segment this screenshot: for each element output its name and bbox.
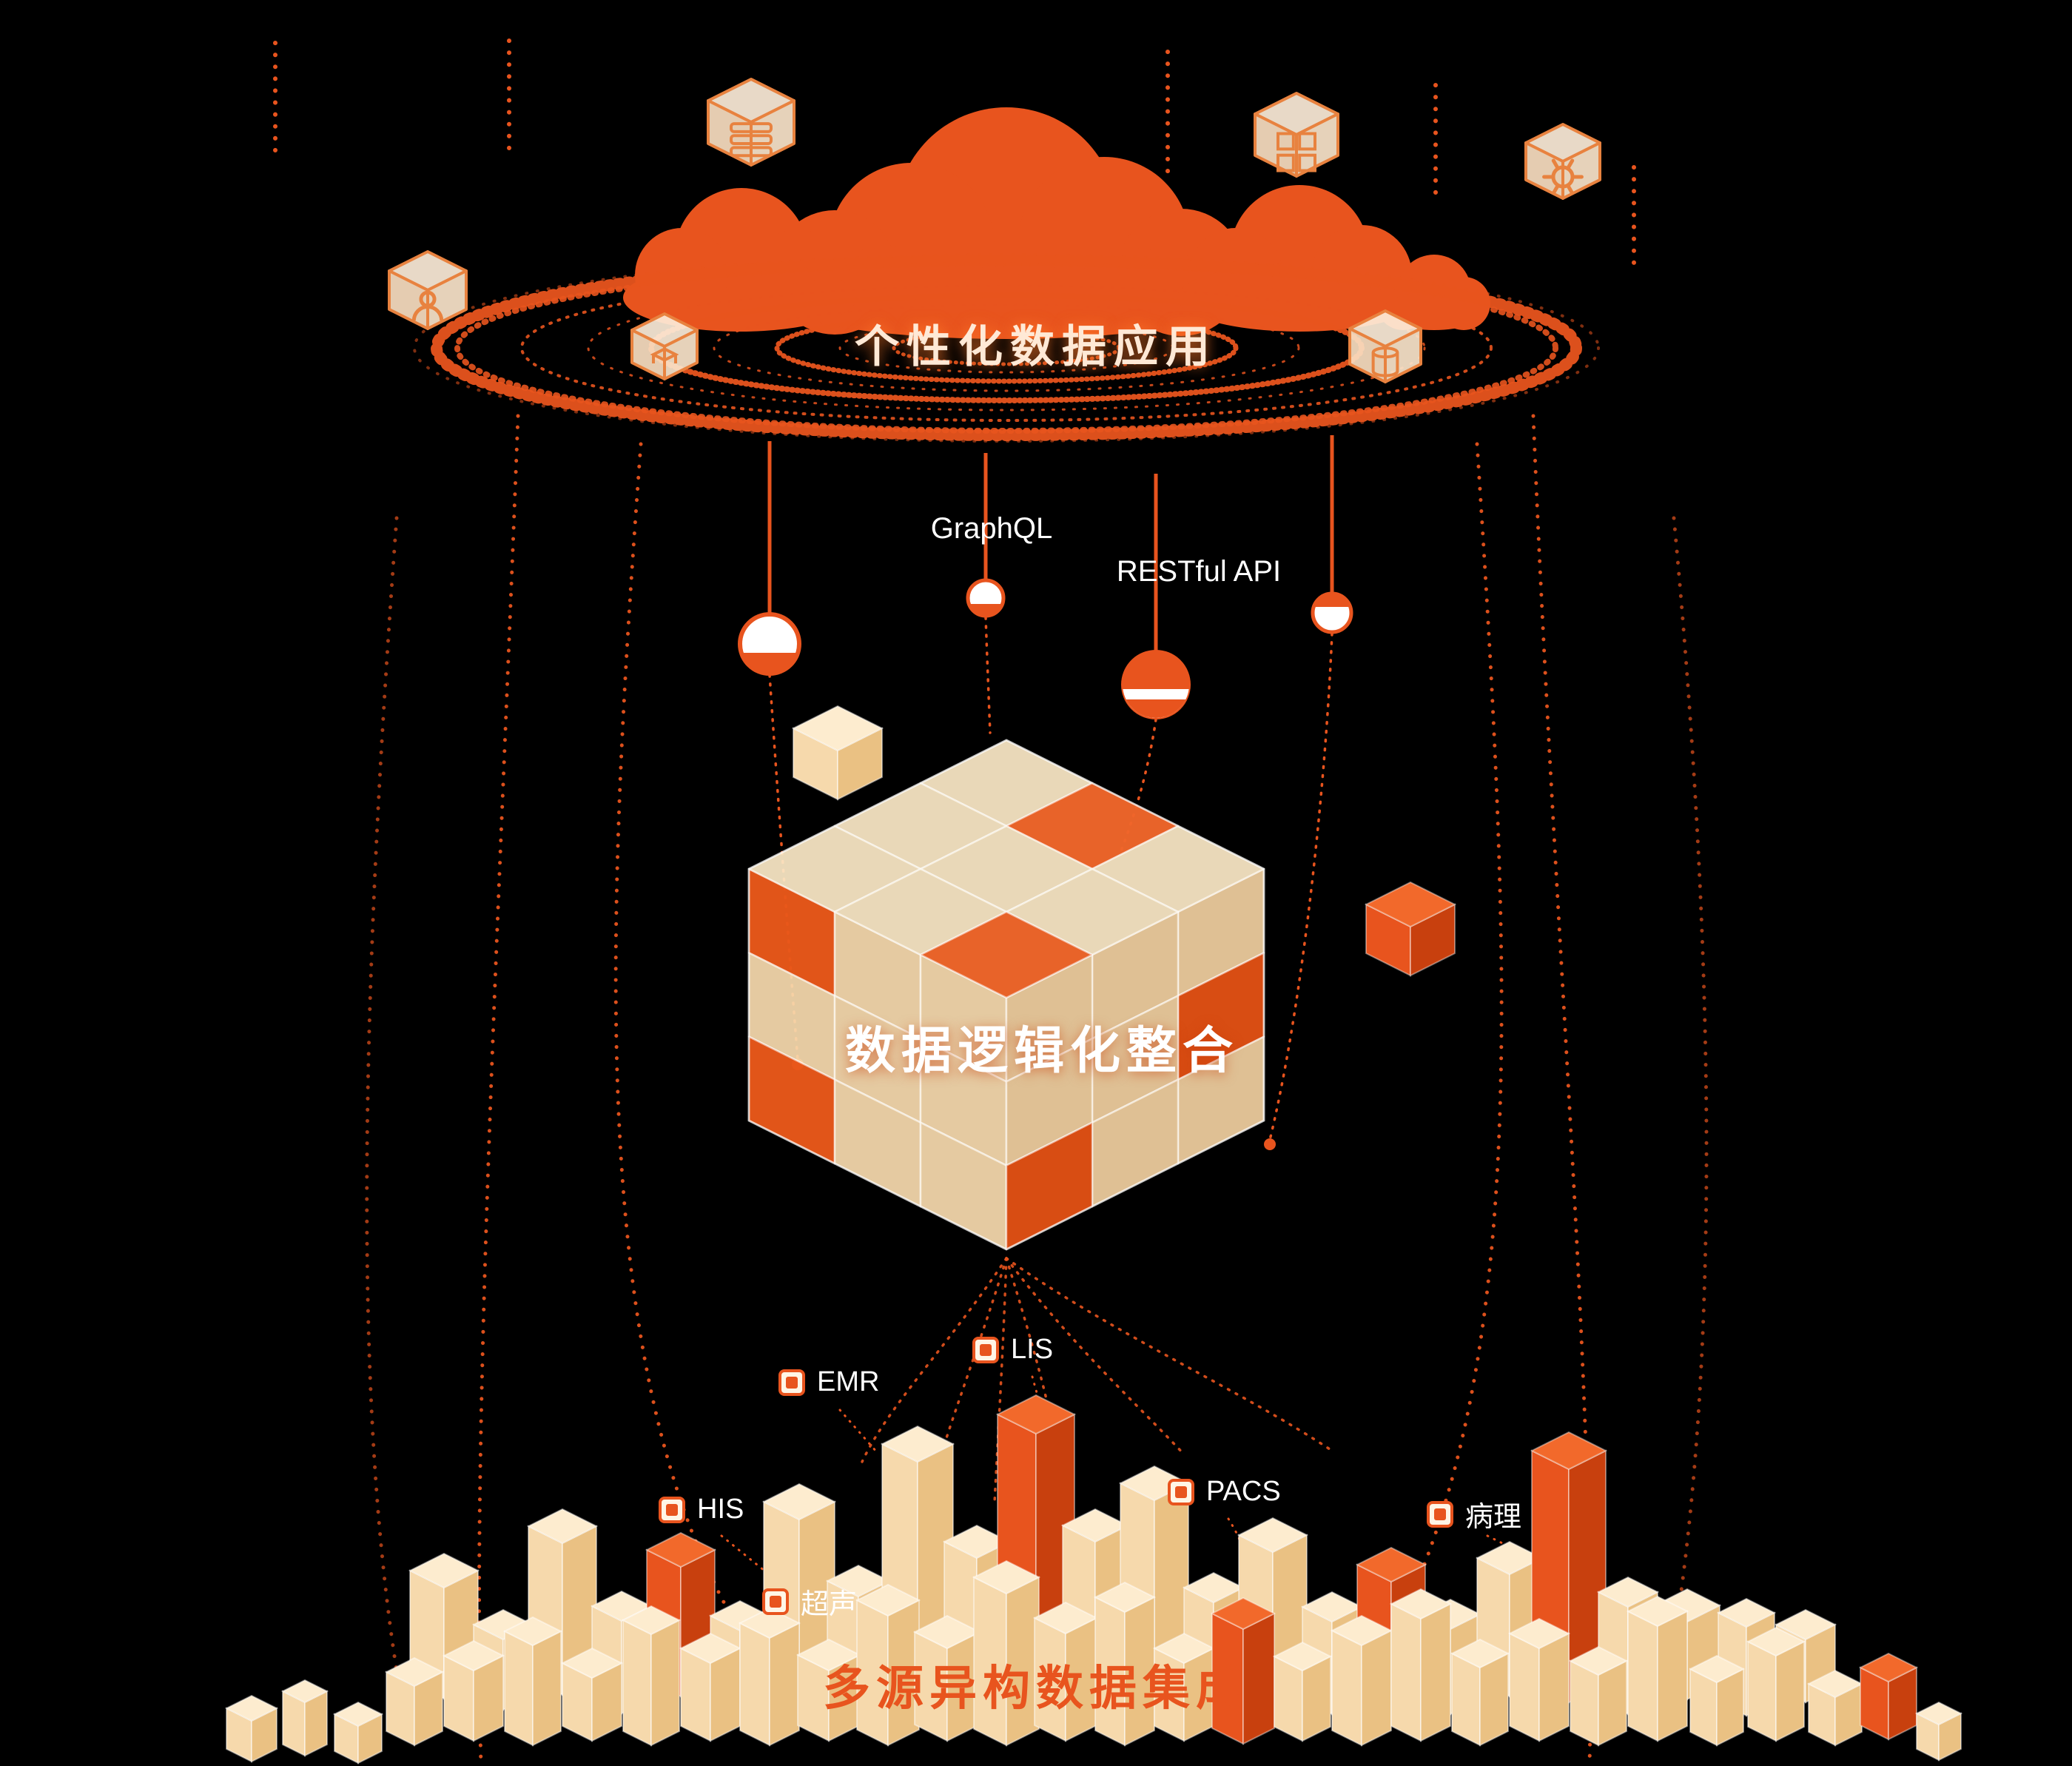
restful-api-label: RESTful API (1116, 555, 1282, 588)
checkbox-fill (980, 1343, 992, 1356)
orbit-rings (413, 253, 1600, 443)
source-label: EMR (817, 1366, 880, 1397)
checkbox-fill (666, 1503, 678, 1516)
server-cube-icon (707, 78, 796, 167)
data-cube (747, 705, 1457, 1251)
checkbox-icon (762, 1588, 789, 1615)
api-connectors (738, 435, 1353, 1150)
checkbox-icon (1168, 1478, 1194, 1505)
cube-layer-title: 数据逻辑化整合 (844, 1023, 1240, 1079)
source-pacs: PACS (1168, 1476, 1281, 1508)
cloud-cluster (623, 107, 1490, 339)
checkbox-fill (1434, 1508, 1446, 1520)
checkbox-icon (659, 1496, 685, 1523)
gear-cube-icon (1524, 123, 1601, 200)
source-emr: EMR (778, 1366, 879, 1398)
checkbox-icon (778, 1369, 805, 1396)
floating-icon-cubes (388, 78, 1601, 383)
source-label: 病理 (1465, 1502, 1522, 1533)
source-lis: LIS (972, 1334, 1053, 1366)
source-label: 超声 (801, 1589, 858, 1620)
modules-cube-icon (1254, 92, 1339, 178)
checkbox-fill (1175, 1485, 1187, 1498)
source-label: LIS (1011, 1334, 1054, 1365)
dotted-guide-lines (273, 38, 1709, 1766)
checkbox-icon (1427, 1500, 1453, 1528)
package-cube-icon (630, 312, 699, 380)
data-source-city (224, 1394, 1963, 1765)
checkbox-fill (770, 1595, 781, 1608)
database-cube-icon (1348, 309, 1422, 383)
checkbox-fill (786, 1376, 798, 1389)
source-label: HIS (697, 1494, 744, 1525)
user-cube-icon (388, 250, 468, 330)
source-label: PACS (1206, 1476, 1281, 1507)
top-layer-title: 个性化数据应用 (855, 322, 1217, 372)
graphql-label: GraphQL (930, 512, 1053, 545)
source-pathology: 病理 (1427, 1494, 1521, 1534)
bottom-layer-title: 多源异构数据集成 (823, 1662, 1249, 1715)
source-his: HIS (659, 1494, 744, 1525)
checkbox-icon (972, 1336, 999, 1363)
source-ultrasound: 超声 (762, 1581, 857, 1622)
